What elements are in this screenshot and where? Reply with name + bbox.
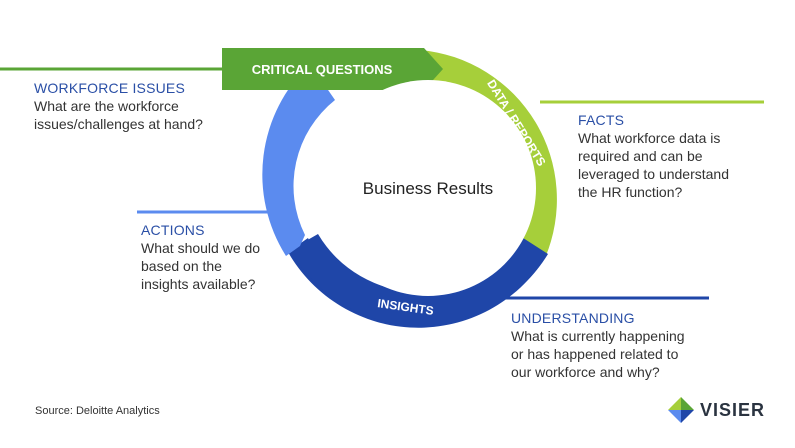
source-note: Source: Deloitte Analytics [35, 405, 160, 417]
understanding-title: UNDERSTANDING [511, 310, 635, 326]
ring-segment-insights-outer [290, 234, 548, 326]
actions-block: ACTIONS What should we do based on the i… [141, 221, 291, 293]
understanding-line: What is currently happening [511, 328, 685, 344]
visier-logo-icon [668, 397, 694, 423]
actions-line: based on the [141, 258, 222, 274]
facts-line: leveraged to understand [578, 166, 729, 182]
brand-name: VISIER [700, 399, 766, 420]
understanding-line: our workforce and why? [511, 364, 660, 380]
workforce-issues-block: WORKFORCE ISSUES What are the workforce … [34, 79, 244, 133]
center-text: Business Results [363, 179, 493, 198]
workforce-issues-title: WORKFORCE ISSUES [34, 80, 185, 96]
facts-block: FACTS What workforce data is required an… [578, 111, 778, 201]
actions-title: ACTIONS [141, 222, 205, 238]
workforce-issues-line: What are the workforce [34, 98, 179, 114]
critical-questions-arrow [222, 48, 443, 90]
facts-line: required and can be [578, 148, 703, 164]
facts-line: the HR function? [578, 184, 683, 200]
workforce-issues-line: issues/challenges at hand? [34, 116, 203, 132]
brand-logo: VISIER [668, 397, 765, 423]
facts-title: FACTS [578, 112, 625, 128]
understanding-block: UNDERSTANDING What is currently happenin… [511, 309, 721, 381]
understanding-line: or has happened related to [511, 346, 679, 362]
actions-line: What should we do [141, 240, 261, 256]
center-circle [320, 80, 536, 296]
critical-questions-label: CRITICAL QUESTIONS [252, 62, 393, 77]
actions-line: insights available? [141, 276, 256, 292]
ring-segment-actions [262, 64, 335, 256]
facts-line: What workforce data is [578, 130, 721, 146]
